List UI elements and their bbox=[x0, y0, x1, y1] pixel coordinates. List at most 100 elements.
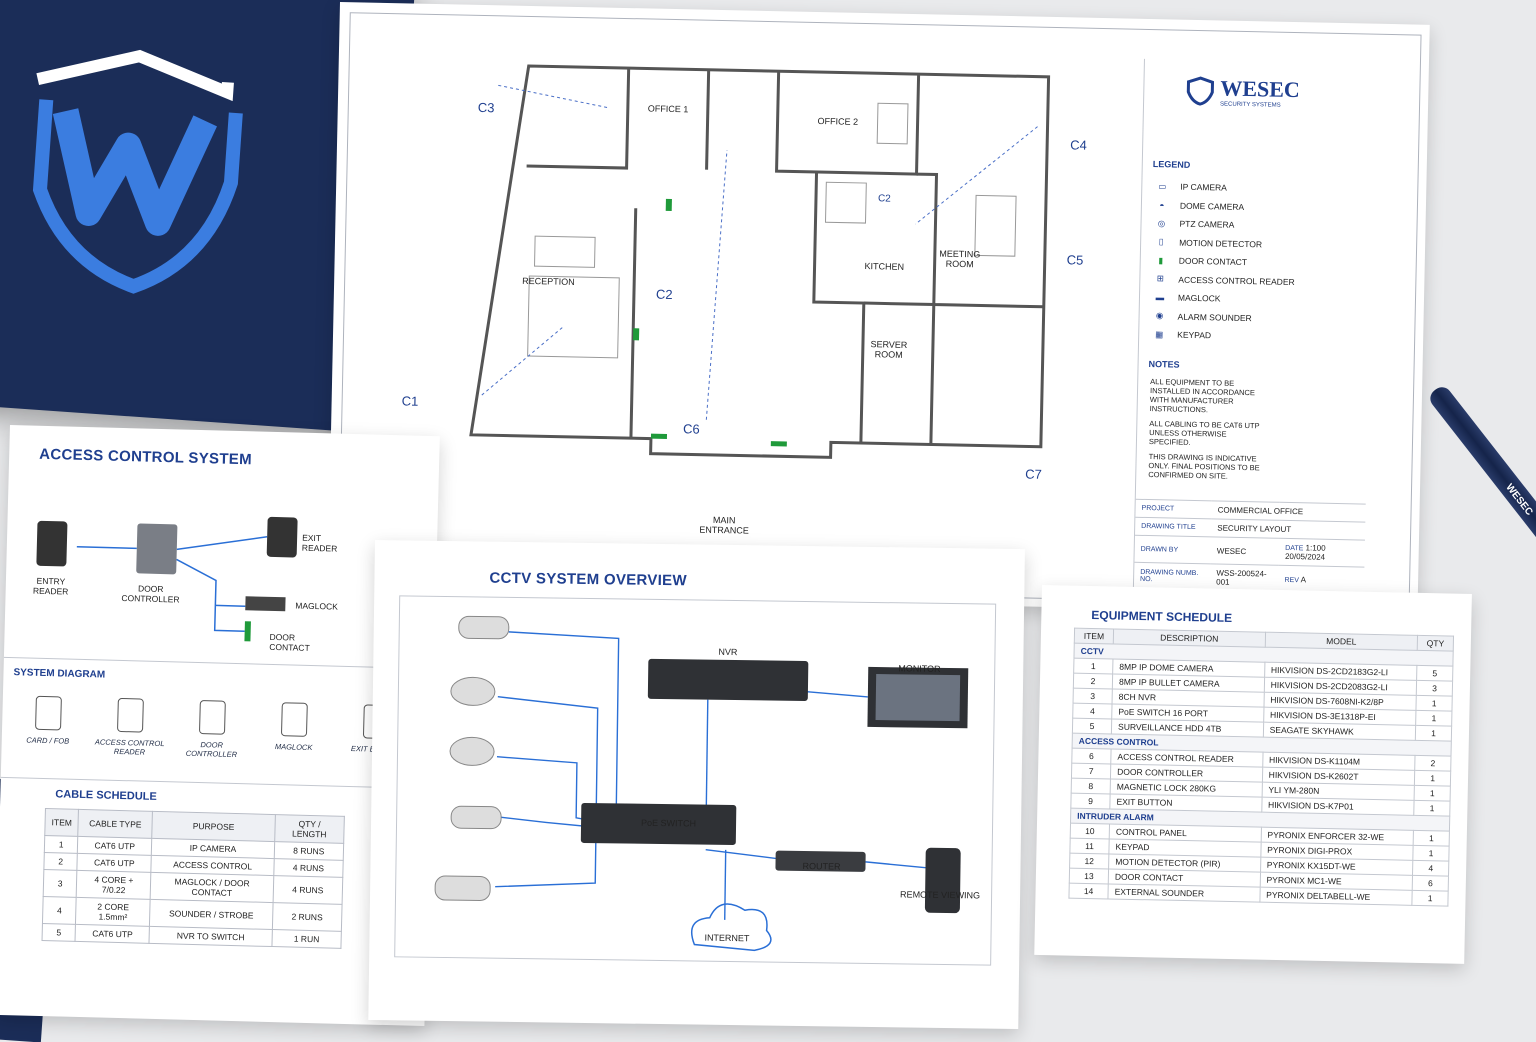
legend-symbol-icon: ▯ bbox=[1158, 236, 1164, 247]
equipment-header: ITEM bbox=[1074, 628, 1114, 645]
cable-cell: 4 RUNS bbox=[272, 875, 343, 905]
door-controller-device bbox=[136, 523, 178, 575]
equipment-cell: 1 bbox=[1073, 658, 1114, 675]
system-diagram-item: CARD / FOB bbox=[11, 695, 84, 755]
notes-list: ALL EQUIPMENT TO BE INSTALLED IN ACCORDA… bbox=[1148, 377, 1270, 487]
cable-cell: 2 CORE 1.5mm² bbox=[75, 897, 151, 927]
floor-plan-sheet: OFFICE 1 OFFICE 2 RECEPTION KITCHEN MEET… bbox=[327, 2, 1430, 615]
cable-cell: CAT6 UTP bbox=[77, 836, 152, 856]
camera-3 bbox=[449, 736, 495, 766]
cable-cell: MAGLOCK / DOOR CONTACT bbox=[150, 872, 274, 903]
equipment-cell: 6 bbox=[1412, 875, 1449, 892]
note-item: ALL EQUIPMENT TO BE INSTALLED IN ACCORDA… bbox=[1149, 377, 1256, 415]
equipment-header: QTY bbox=[1417, 635, 1454, 652]
equipment-cell: 3 bbox=[1416, 680, 1453, 697]
drawing-no-label: DRAWING NUMB. NO. bbox=[1133, 562, 1211, 591]
room-office-2: OFFICE 2 bbox=[817, 116, 859, 127]
legend-label: MAGLOCK bbox=[1177, 292, 1221, 304]
equipment-cell: 1 bbox=[1415, 725, 1452, 742]
cable-cell: 1 bbox=[44, 835, 79, 854]
cctv-sheet: CCTV SYSTEM OVERVIEW NVR MONITOR PoE SWI… bbox=[368, 540, 1025, 1030]
system-diagram-item: MAGLOCK bbox=[257, 702, 330, 762]
router-device bbox=[775, 850, 866, 872]
equipment-cell: 12 bbox=[1069, 853, 1109, 869]
equipment-cell: 1 bbox=[1412, 890, 1449, 907]
entry-reader-label: ENTRY READER bbox=[32, 575, 69, 597]
door-contact-device bbox=[244, 621, 251, 642]
equipment-cell: 10 bbox=[1070, 823, 1110, 839]
equipment-cell: 1 bbox=[1413, 845, 1450, 862]
cable-header: CABLE TYPE bbox=[78, 809, 153, 839]
notes-title: NOTES bbox=[1148, 359, 1180, 370]
entry-reader-device bbox=[36, 520, 68, 567]
cable-cell: 8 RUNS bbox=[274, 841, 344, 861]
cable-cell: 3 bbox=[43, 869, 78, 898]
poe-switch-device bbox=[580, 802, 737, 846]
drawing-no-value: WSS-200524-001 bbox=[1210, 563, 1279, 592]
door-controller-label: DOOR CONTROLLER bbox=[121, 583, 180, 605]
device-outline-icon bbox=[35, 695, 62, 731]
remote-viewing-label: REMOTE VIEWING bbox=[900, 889, 981, 901]
legend-item: ▦KEYPAD bbox=[1151, 325, 1371, 348]
note-item: ALL CABLING TO BE CAT6 UTP UNLESS OTHERW… bbox=[1148, 419, 1260, 447]
equipment-cell: 4 bbox=[1072, 703, 1113, 719]
system-diagram-label: DOOR CONTROLLER bbox=[185, 740, 238, 760]
floor-plan-drawing bbox=[469, 64, 1051, 459]
cable-cell: 1 RUN bbox=[271, 929, 342, 949]
equipment-cell: 2 bbox=[1073, 673, 1113, 689]
cable-cell: NVR TO SWITCH bbox=[149, 926, 273, 947]
legend-title: LEGEND bbox=[1152, 159, 1191, 170]
legend-symbol-icon: ◎ bbox=[1157, 217, 1166, 229]
maglock-device bbox=[245, 596, 286, 612]
pen-brand: WESEC bbox=[1503, 482, 1535, 518]
room-office-1: OFFICE 1 bbox=[647, 103, 689, 115]
wesec-logo: WESEC SECURITY SYSTEMS bbox=[1184, 75, 1300, 109]
note-item: THIS DRAWING IS INDICATIVE ONLY. FINAL P… bbox=[1148, 452, 1260, 481]
camera-1 bbox=[458, 615, 510, 640]
legend-label: ALARM SOUNDER bbox=[1177, 311, 1252, 323]
access-control-title: ACCESS CONTROL SYSTEM bbox=[39, 445, 253, 469]
equipment-cell: 1 bbox=[1414, 785, 1451, 802]
legend-symbol-icon: ▮ bbox=[1158, 254, 1164, 266]
drawing-title-label: DRAWING TITLE bbox=[1135, 517, 1212, 537]
cable-header: PURPOSE bbox=[151, 811, 276, 842]
dome-camera-label: C2 bbox=[877, 193, 891, 205]
room-meeting: MEETING ROOM bbox=[939, 248, 981, 270]
cctv-title: CCTV SYSTEM OVERVIEW bbox=[489, 569, 688, 590]
camera-4 bbox=[450, 805, 502, 830]
legend-symbol-icon: ⊞ bbox=[1156, 273, 1165, 284]
cable-cell: CAT6 UTP bbox=[75, 924, 150, 944]
nvr-device bbox=[647, 658, 809, 702]
legend-symbol-icon: ◓ bbox=[1159, 199, 1165, 211]
equipment-schedule-title: EQUIPMENT SCHEDULE bbox=[1091, 608, 1233, 625]
room-reception: RECEPTION bbox=[522, 275, 575, 287]
camera-2 bbox=[450, 676, 496, 706]
legend-symbol-icon: ▬ bbox=[1155, 292, 1165, 303]
legend-symbol-icon: ▦ bbox=[1155, 328, 1164, 340]
equipment-cell: 1 bbox=[1415, 710, 1452, 727]
equipment-cell: 8 bbox=[1071, 778, 1111, 794]
cable-cell: 2 bbox=[43, 852, 78, 871]
cable-cell: 5 bbox=[42, 923, 76, 942]
date-value: 20/05/2024 bbox=[1284, 551, 1326, 562]
system-diagram-label: MAGLOCK bbox=[274, 742, 313, 753]
project-label: PROJECT bbox=[1135, 499, 1212, 519]
equipment-cell: EXTERNAL SOUNDER bbox=[1107, 883, 1260, 903]
camera-c6-label: C6 bbox=[682, 421, 700, 437]
brand-name: WESEC bbox=[1220, 75, 1301, 103]
internet-label: INTERNET bbox=[704, 932, 750, 944]
cable-header: ITEM bbox=[44, 808, 79, 837]
cable-cell: CAT6 UTP bbox=[77, 853, 152, 873]
cable-cell: SOUNDER / STROBE bbox=[149, 899, 273, 930]
cable-cell: 4 RUNS bbox=[273, 858, 344, 878]
drawn-by-value: WESEC bbox=[1210, 536, 1280, 566]
cable-cell: 4 bbox=[42, 896, 77, 925]
wesec-shield-logo bbox=[32, 49, 243, 294]
device-outline-icon bbox=[117, 697, 144, 733]
exit-reader-label: EXIT READER bbox=[301, 532, 338, 554]
device-outline-icon bbox=[198, 700, 226, 735]
rev-value: A bbox=[1300, 574, 1307, 584]
